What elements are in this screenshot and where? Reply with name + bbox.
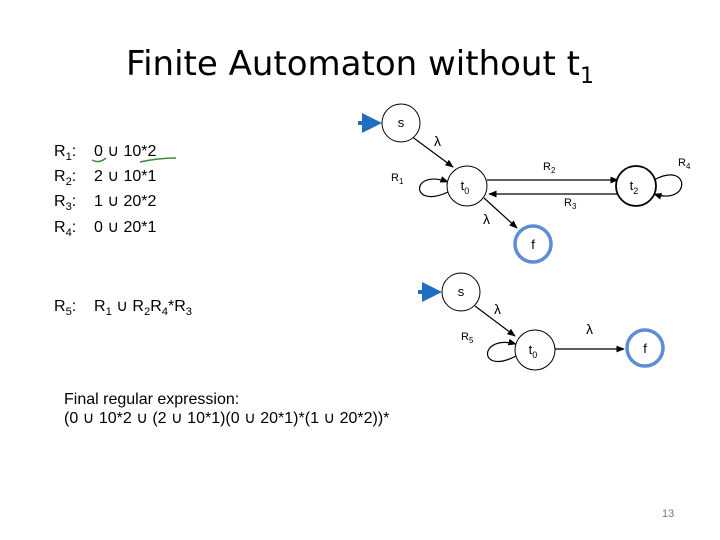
self-loop-t0 — [418, 176, 449, 198]
rule-r4-expr: 0 ∪ 20*1 — [94, 218, 157, 236]
state-s-2 — [441, 272, 481, 312]
lambda-t0-f-2: λ — [586, 321, 593, 337]
edge-t0-f — [483, 197, 518, 229]
label-r1: R1 — [391, 172, 404, 186]
rule-list: R1:0 ∪ 10*2 R2:2 ∪ 10*1 R3:1 ∪ 20*2 R4:0… — [54, 142, 156, 243]
state-f-1-label: f — [531, 237, 535, 252]
label-r2: R2 — [543, 161, 556, 175]
state-f-2-label: f — [643, 341, 647, 356]
lambda-t0-f-1: λ — [483, 211, 490, 227]
state-f-2 — [625, 328, 665, 368]
state-s-1 — [381, 103, 421, 143]
state-t2-1-label: t2 — [630, 178, 639, 196]
self-loop-t2 — [653, 174, 683, 200]
final-heading: Final regular expression: — [64, 391, 240, 408]
rule-r1: R1:0 ∪ 10*2 — [54, 143, 157, 164]
state-f-1 — [513, 224, 553, 264]
edge-s-t0 — [410, 135, 454, 168]
rule-r1-expr: 0 ∪ 10*2 — [94, 143, 157, 160]
rule-r2: R2:2 ∪ 10*1 — [54, 168, 157, 189]
rule-r3: R3:1 ∪ 20*2 — [54, 193, 157, 214]
slide-title: Finite Automaton without t1 — [126, 44, 594, 89]
state-t0-2 — [514, 329, 556, 371]
final-expression-block: Final regular expression: (0 ∪ 10*2 ∪ (2… — [64, 390, 389, 428]
label-r4: R4 — [678, 157, 691, 171]
final-expression: (0 ∪ 10*2 ∪ (2 ∪ 10*1)(0 ∪ 20*1)*(1 ∪ 20… — [64, 410, 390, 427]
state-t0-1 — [446, 165, 488, 207]
rule-r3-expr: 1 ∪ 20*2 — [94, 193, 157, 211]
label-r3: R3 — [564, 197, 577, 211]
page-number: 13 — [662, 508, 675, 520]
underline-mark-right — [139, 157, 177, 163]
label-r5: R5 — [461, 331, 474, 345]
state-t0-1-label: t0 — [461, 178, 470, 196]
edge-s-t0-2 — [474, 305, 516, 337]
automaton-2: s t0 f λ λ R5 — [418, 272, 665, 371]
state-t2-1 — [615, 165, 657, 207]
state-t0-2-label: t0 — [529, 342, 538, 360]
self-loop-t0-2 — [486, 338, 517, 362]
rule-r4: R4:0 ∪ 20*1 — [54, 218, 157, 239]
lambda-s-t0-2: λ — [494, 301, 501, 317]
automaton-1: s t0 t2 f λ λ R1 R2 R3 R4 — [358, 103, 691, 264]
state-s-2-label: s — [458, 284, 465, 299]
rule-r5: R5:R1 ∪ R2R4*R3 — [54, 298, 193, 319]
rule-r2-expr: 2 ∪ 10*1 — [94, 168, 157, 186]
lambda-s-t0-1: λ — [434, 133, 441, 149]
underline-mark-left — [91, 157, 107, 163]
state-s-1-label: s — [398, 115, 405, 130]
